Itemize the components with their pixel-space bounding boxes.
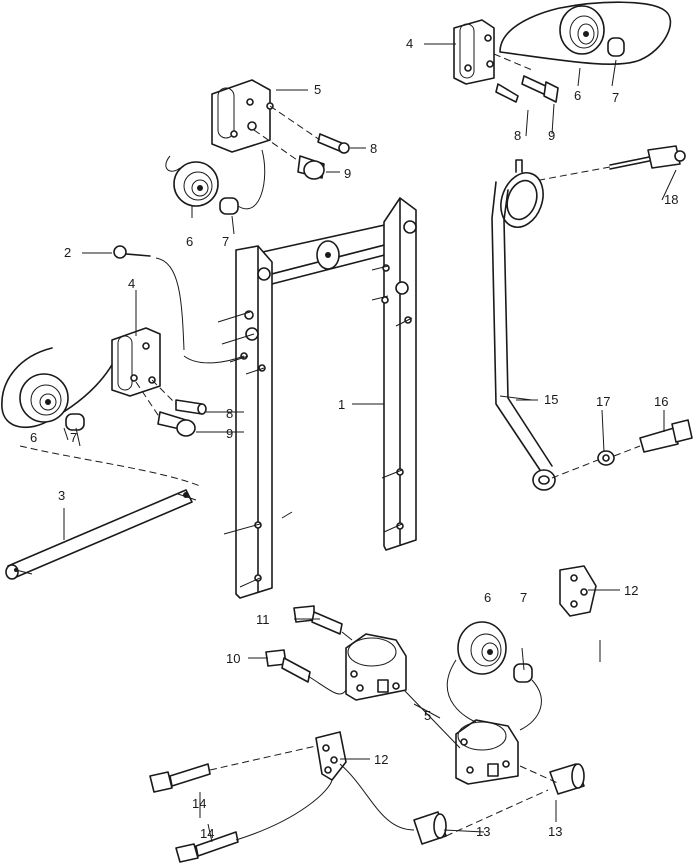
callout-13-middle: 13	[476, 824, 490, 839]
callout-14-upper: 14	[192, 796, 206, 811]
callout-8-upper-middle: 8	[370, 141, 377, 156]
callout-10: 10	[226, 651, 240, 666]
callout-17: 17	[596, 394, 610, 409]
callout-1: 1	[338, 397, 345, 412]
clevis-rod-part-18	[539, 145, 686, 181]
pulley-group-top-right	[453, 1, 672, 103]
callout-5-upper: 5	[314, 82, 321, 97]
pulley-group-left	[1, 245, 245, 487]
bolt-washer-16-17	[551, 419, 693, 479]
callout-3: 3	[58, 488, 65, 503]
callout-8-top-right: 8	[514, 128, 521, 143]
frame-part-1	[217, 197, 417, 599]
callout-11: 11	[256, 612, 270, 627]
callout-7-upper-middle: 7	[222, 234, 229, 249]
callout-5-lower: 5	[424, 708, 431, 723]
callout-7-top-right: 7	[612, 90, 619, 105]
bracket-group-upper-middle	[165, 79, 350, 215]
callout-16: 16	[654, 394, 668, 409]
callout-18: 18	[664, 192, 678, 207]
callout-7-left: 7	[70, 430, 77, 445]
callout-4-top: 4	[406, 36, 413, 51]
callout-15: 15	[544, 392, 558, 407]
bottom-assembly	[149, 565, 597, 863]
callout-14-lower: 14	[200, 826, 214, 841]
callout-9-upper-middle: 9	[344, 166, 351, 181]
callout-7-bottom: 7	[520, 590, 527, 605]
callout-labels: 1 2 3 4 4 5 5 6 6 6 6 7 7 7 7 8 8 8 9 9 …	[30, 36, 678, 841]
callout-6-left: 6	[30, 430, 37, 445]
lever-part-15	[491, 159, 556, 491]
callout-12-bottom: 12	[374, 752, 388, 767]
callout-2: 2	[64, 245, 71, 260]
callout-6-top-right: 6	[574, 88, 581, 103]
callout-13-right: 13	[548, 824, 562, 839]
callout-9-left: 9	[226, 426, 233, 441]
callout-6-bottom: 6	[484, 590, 491, 605]
callout-6-upper-middle: 6	[186, 234, 193, 249]
callout-12-right: 12	[624, 583, 638, 598]
rod-part-3	[5, 489, 197, 580]
callout-4-left: 4	[128, 276, 135, 291]
callout-9-top-right: 9	[548, 128, 555, 143]
callout-leaders	[63, 43, 677, 843]
callout-8-left: 8	[226, 406, 233, 421]
